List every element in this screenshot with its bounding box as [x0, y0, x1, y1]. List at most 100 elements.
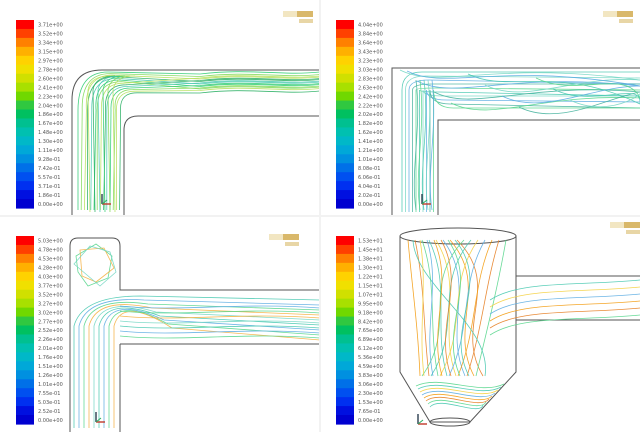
panel-d-streamline: [489, 307, 640, 329]
panel-c-legend-tick-label: 3.77e+00: [38, 283, 63, 289]
panel-c-color-legend: 5.03e+004.78e+004.53e+004.28e+004.03e+00…: [16, 236, 63, 425]
panel-a-streamline: [92, 75, 116, 213]
panel-b-legend-swatch: [336, 37, 354, 48]
panel-c-legend-swatch: [16, 361, 34, 371]
panel-b-legend-swatch: [336, 145, 354, 155]
panel-b-legend-colorbar: [336, 20, 354, 209]
panel-a-legend-tick-label: 7.42e-01: [38, 166, 60, 172]
panel-b-logo: [603, 11, 633, 23]
panel-c-legend-swatch: [16, 370, 34, 380]
panel-a-streamline: [102, 75, 126, 213]
panel-d-legend-swatch: [336, 253, 354, 264]
panel-b-streamline: [419, 89, 640, 212]
panel-a-legend-tick-label: 1.86e-01: [38, 193, 60, 199]
panel-d-streamline: [489, 300, 640, 322]
panel-b-streamline: [426, 89, 640, 212]
panel-d-legend-tick-label: 1.07e+01: [358, 292, 383, 298]
panel-c-legend-swatch: [16, 316, 34, 327]
panel-d-legend-tick-label: 3.06e+00: [358, 382, 383, 388]
panel-c-legend-swatch: [16, 334, 34, 345]
panel-c-legend-tick-label: 1.76e+00: [38, 355, 63, 361]
panel-d-legend-swatch: [336, 244, 354, 255]
panel-b-legend-tick-label: 3.64e+00: [358, 41, 383, 47]
panel-d-legend-colorbar: [336, 236, 354, 425]
panel-d-legend-tick-label: 1.38e+01: [358, 257, 383, 263]
panel-d-streamline: [454, 239, 471, 377]
panel-c-legend-tick-label: 4.28e+00: [38, 266, 63, 272]
panel-a-legend-swatch: [16, 118, 34, 129]
panel-d-legend-swatch: [336, 316, 354, 327]
panel-b-legend-tick-label: 1.41e+00: [358, 139, 383, 145]
panel-c-streamline: [73, 295, 320, 428]
panel-c-legend-tick-label: 2.52e+00: [38, 328, 63, 334]
panel-d-legend-tick-label: 6.12e+00: [358, 346, 383, 352]
panel-a-legend-tick-label: 1.86e+00: [38, 112, 63, 118]
panel-c-legend-swatch: [16, 388, 34, 398]
panel-d-logo: [610, 222, 640, 234]
panel-a-streamline: [112, 85, 320, 211]
panel-a-legend-colorbar: [16, 20, 34, 209]
panel-a-streamline: [103, 77, 320, 211]
panel-c-legend-tick-label: 2.01e+00: [38, 346, 63, 352]
panel-d-legend-ticks: 1.53e+011.45e+011.38e+011.30e+011.22e+01…: [358, 239, 383, 424]
panel-c-legend-tick-label: 4.53e+00: [38, 257, 63, 263]
panel-b-streamline: [450, 97, 640, 111]
panel-c-legend-tick-label: 4.78e+00: [38, 248, 63, 254]
panel-b-legend-ticks: 4.04e+003.84e+003.64e+003.43e+003.23e+00…: [358, 23, 383, 208]
panel-c-streamline: [103, 308, 320, 428]
panel-a-streamline: [109, 82, 320, 211]
panel-b-streamline: [484, 79, 640, 93]
panel-d-streamline: [412, 239, 486, 377]
panel-a-streamline: [106, 80, 320, 210]
panel-a-streamline: [96, 81, 320, 210]
panel-d-streamline: [414, 239, 430, 377]
panel-a-legend-swatch: [16, 154, 34, 164]
panel-a-legend-swatch: [16, 199, 34, 209]
panel-a-legend-swatch: [16, 163, 34, 173]
panel-d-legend-swatch: [336, 406, 354, 416]
panel-c-legend-swatch: [16, 352, 34, 362]
panel-b-legend-swatch: [336, 91, 354, 102]
panel-b-legend-swatch: [336, 118, 354, 129]
panel-c-legend-tick-label: 5.03e-01: [38, 400, 60, 406]
panel-c-legend-tick-label: 2.52e-01: [38, 409, 60, 415]
panel-d-streamline: [425, 396, 490, 404]
panel-c-legend-swatch: [16, 262, 34, 273]
panel-a-legend-tick-label: 1.11e+00: [38, 148, 63, 154]
panel-c-legend-tick-label: 7.55e-01: [38, 391, 60, 397]
panel-b-legend-swatch: [336, 127, 354, 137]
panel-c-legend-swatch: [16, 397, 34, 407]
panel-c-streamline: [73, 245, 117, 287]
panel-d-streamline: [435, 239, 457, 377]
panel-a-streamline: [80, 73, 320, 211]
panel-a-legend-tick-label: 5.57e-01: [38, 175, 60, 181]
panel-a-legend-swatch: [16, 82, 34, 93]
panel-d-streamline: [489, 279, 640, 301]
panel-a-streamline: [87, 76, 320, 210]
panel-c-legend-tick-label: 5.03e+00: [38, 239, 63, 245]
panel-d-legend-tick-label: 1.53e+00: [358, 400, 383, 406]
panel-b-legend-swatch: [336, 181, 354, 191]
panel-a-streamline: [90, 77, 320, 211]
panel-b-legend-tick-label: 2.42e+00: [358, 94, 383, 100]
panel-b-streamline: [501, 85, 640, 104]
panel-c-legend-swatch: [16, 236, 34, 246]
panel-a-legend-swatch: [16, 172, 34, 182]
panel-b-streamline: [417, 79, 423, 211]
panel-d-axis-triad: [417, 414, 427, 425]
panel-c-legend-tick-label: 3.52e+00: [38, 292, 63, 298]
panel-b-legend-tick-label: 1.01e+00: [358, 157, 383, 163]
panel-d-streamline: [433, 239, 443, 377]
panel-d-streamlines: [407, 239, 640, 410]
panel-a-legend-tick-label: 3.52e+00: [38, 32, 63, 38]
panel-c-streamline: [98, 307, 320, 428]
panel-b-legend-tick-label: 4.04e-01: [358, 184, 380, 190]
horizontal-divider: [0, 215, 640, 217]
panel-b-legend-tick-label: 1.62e+00: [358, 130, 383, 136]
panel-c-legend-tick-label: 3.27e+00: [38, 301, 63, 307]
panel-c-streamline: [119, 325, 320, 329]
panel-c-legend-tick-label: 3.02e+00: [38, 310, 63, 316]
panel-c-logo: [269, 234, 299, 246]
